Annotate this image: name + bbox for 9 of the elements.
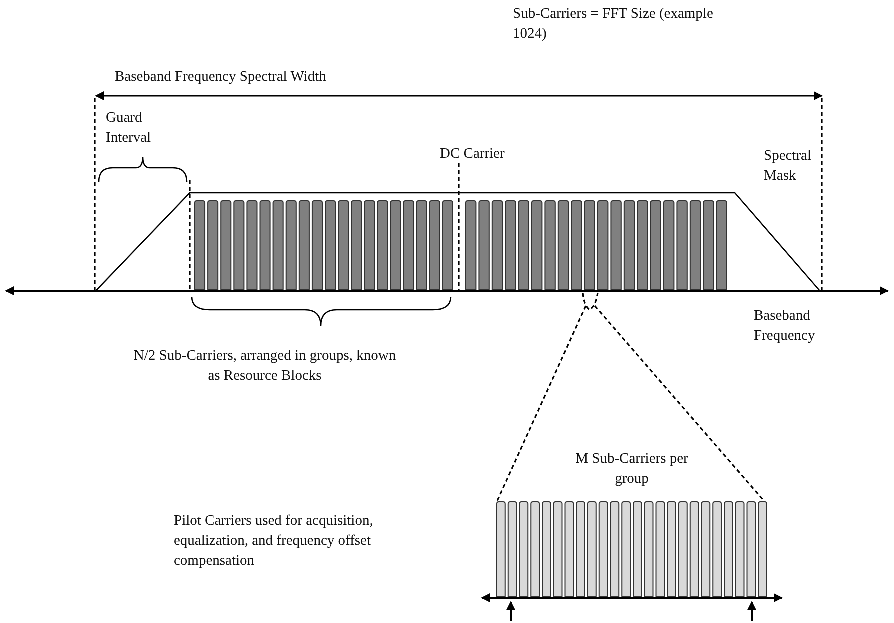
dimension-label: Baseband Frequency Spectral Width	[115, 68, 328, 87]
annotation-label: Spectral Mask	[764, 147, 813, 186]
annotation-label: DC Carrier	[440, 145, 506, 164]
annotation-label: Guard Interval	[106, 109, 152, 148]
annotation-label: Pilot Carriers used for acquisition, equalization, and frequency offset compensation	[174, 512, 374, 571]
heading-label: Sub-Carriers = FFT Size (example 1024)	[513, 5, 714, 44]
annotation-label: M Sub-Carriers per group	[574, 450, 690, 489]
annotation-label: N/2 Sub-Carriers, arranged in groups, known as Resource Blocks	[132, 347, 398, 386]
axis-label: Baseband Frequency	[754, 307, 816, 346]
